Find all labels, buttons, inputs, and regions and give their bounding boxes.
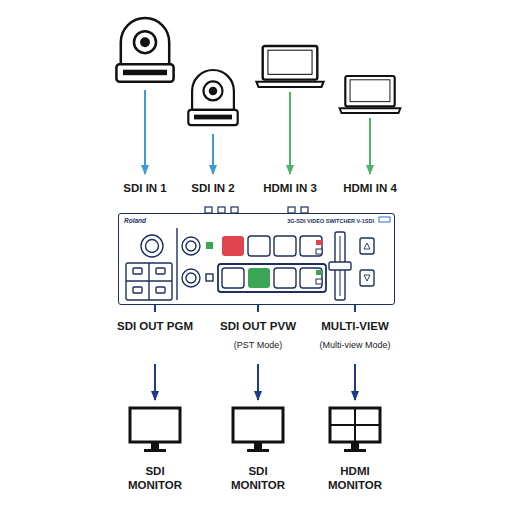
sdi-input-arrow bbox=[212, 134, 214, 174]
monitor-icon bbox=[130, 408, 180, 452]
dial-inner bbox=[146, 240, 159, 253]
switcher-face bbox=[118, 213, 395, 305]
camera-base bbox=[116, 64, 173, 82]
small-button bbox=[133, 268, 142, 274]
button-grid bbox=[126, 263, 172, 300]
tally bbox=[316, 279, 322, 284]
hdmi-input-arrow bbox=[369, 118, 371, 174]
mode-note: (PST Mode) bbox=[233, 340, 283, 350]
monitor-label: HDMI MONITOR bbox=[324, 464, 386, 492]
monitor-box: SDI MONITOR bbox=[120, 400, 190, 495]
monitor-stand bbox=[151, 442, 159, 449]
program-button bbox=[300, 236, 322, 256]
laptop-screen bbox=[345, 76, 394, 106]
transition-button bbox=[360, 270, 374, 286]
preset-button bbox=[300, 268, 322, 288]
tally-red bbox=[316, 240, 322, 245]
model-badge bbox=[379, 217, 390, 222]
ptz-camera bbox=[116, 18, 173, 82]
camera-head bbox=[121, 18, 169, 64]
level-knob bbox=[182, 237, 200, 255]
program-button-active bbox=[222, 236, 244, 256]
triangle-down bbox=[364, 275, 370, 281]
level-knob-inner bbox=[186, 273, 196, 283]
monitor-stand bbox=[351, 442, 359, 449]
tally bbox=[316, 249, 322, 254]
camera-base bbox=[188, 110, 237, 125]
preset-row-frame bbox=[218, 264, 326, 292]
monitor-screen bbox=[330, 408, 380, 442]
output-label: MULTI-VIEW bbox=[319, 312, 391, 364]
monitor-foot bbox=[247, 449, 269, 452]
monitor-box: HDMI MONITOR bbox=[320, 400, 390, 495]
fader-handle bbox=[329, 262, 351, 270]
video-switcher: Roland 3G-SDI VIDEO SWITCHER V-1SDI bbox=[118, 213, 395, 305]
camera-lens-center bbox=[209, 87, 218, 96]
grid-line bbox=[126, 280, 172, 281]
hdmi-input-arrow bbox=[289, 92, 291, 174]
port-label: SDI IN 2 bbox=[191, 182, 234, 194]
triangle-up bbox=[364, 243, 370, 249]
indicator bbox=[206, 274, 213, 281]
program-button bbox=[248, 236, 270, 256]
monitor-foot bbox=[344, 449, 366, 452]
laptop bbox=[256, 46, 323, 87]
camera-lens bbox=[134, 31, 156, 53]
camera-lens bbox=[204, 81, 223, 100]
preset-button-active bbox=[248, 268, 270, 288]
indicator-green bbox=[206, 242, 213, 249]
monitor-screen bbox=[233, 408, 283, 442]
dial-knob bbox=[141, 235, 163, 257]
mode-note: (Multi-view Mode) bbox=[318, 340, 391, 350]
laptop bbox=[340, 76, 401, 113]
monitor-box: SDI MONITOR bbox=[223, 400, 293, 495]
monitor-stand bbox=[254, 442, 262, 449]
monitor-icon bbox=[233, 408, 283, 452]
switcher-controls bbox=[126, 228, 374, 300]
model-name: 3G-SDI VIDEO SWITCHER V-1SDI bbox=[287, 218, 374, 224]
port-label: HDMI IN 4 bbox=[343, 182, 397, 194]
monitor-label: SDI MONITOR bbox=[124, 464, 186, 492]
laptop-base bbox=[256, 82, 323, 87]
preset-button bbox=[222, 268, 244, 288]
output-label: SDI OUT PVW bbox=[218, 312, 298, 364]
camera-stripe bbox=[194, 115, 232, 120]
laptop-display bbox=[350, 80, 390, 102]
output-label: SDI OUT PGM bbox=[115, 312, 195, 364]
multiview-monitor-icon bbox=[330, 408, 380, 452]
program-button bbox=[274, 236, 296, 256]
ptz-camera bbox=[188, 70, 237, 125]
sdi-input-arrow bbox=[144, 90, 146, 174]
camera-lens-center bbox=[140, 37, 150, 47]
port-label: SDI IN 1 bbox=[123, 182, 166, 194]
laptop-base bbox=[340, 108, 401, 113]
preset-button bbox=[274, 268, 296, 288]
monitor-screen bbox=[130, 408, 180, 442]
laptop-display bbox=[268, 50, 312, 74]
port-label: HDMI IN 3 bbox=[263, 182, 317, 194]
camera-stripe bbox=[123, 70, 167, 76]
divider-line bbox=[176, 228, 177, 300]
laptop-screen bbox=[263, 46, 318, 80]
camera-head bbox=[192, 70, 234, 110]
multiview-divider bbox=[330, 424, 380, 426]
tally-green bbox=[316, 270, 322, 275]
small-button bbox=[156, 268, 165, 274]
monitor-label: SDI MONITOR bbox=[227, 464, 289, 492]
level-knob-inner bbox=[186, 241, 196, 251]
level-knob bbox=[182, 269, 200, 287]
brand-logo: Roland bbox=[124, 217, 146, 224]
small-button bbox=[156, 287, 165, 293]
transition-button bbox=[360, 238, 374, 254]
monitor-foot bbox=[144, 449, 166, 452]
small-button bbox=[133, 287, 142, 293]
